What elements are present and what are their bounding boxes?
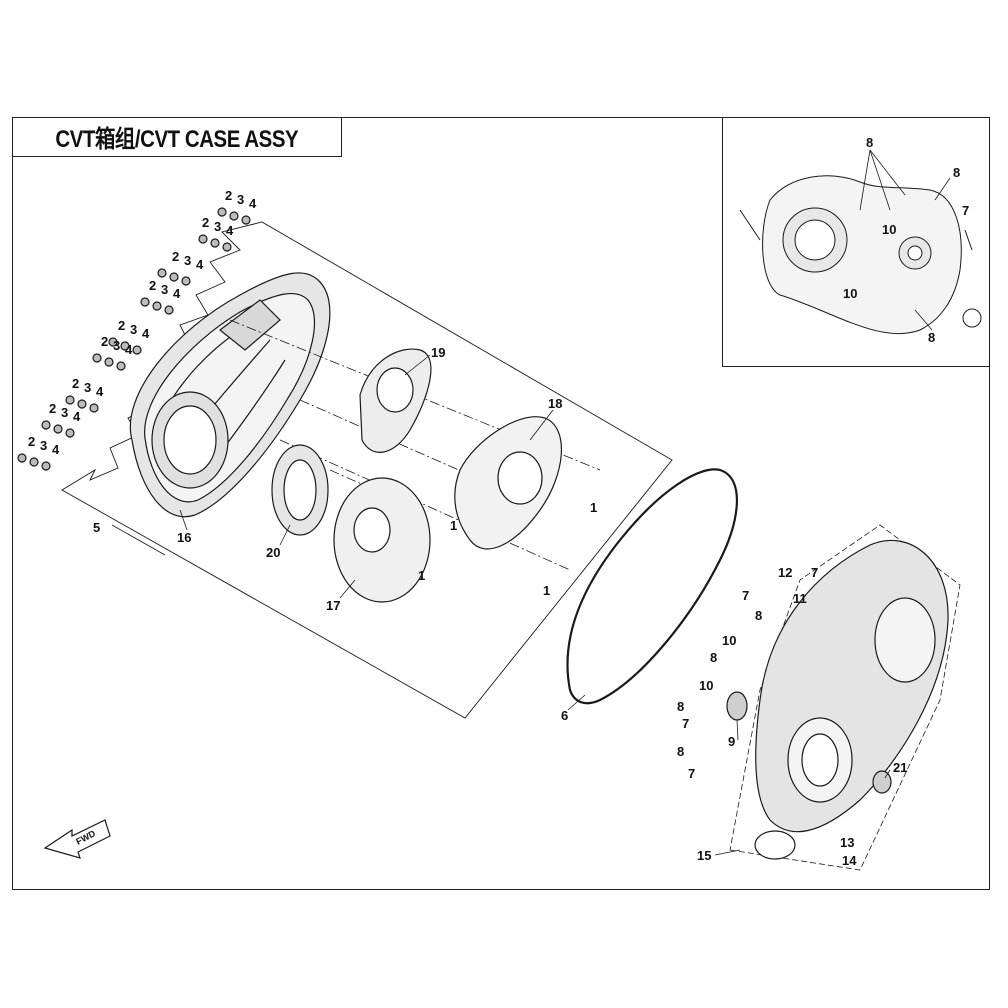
callout-8: 8 (710, 650, 717, 665)
callout-7: 7 (742, 588, 749, 603)
callout-14: 14 (842, 853, 857, 868)
callout-3: 3 (113, 338, 120, 353)
callout-2: 2 (202, 215, 209, 230)
callout-2: 2 (49, 401, 56, 416)
callout-2: 2 (225, 188, 232, 203)
callout-10: 10 (882, 222, 896, 237)
callout-21: 21 (893, 760, 907, 775)
callout-7: 7 (682, 716, 689, 731)
callout-3: 3 (61, 405, 68, 420)
callout-19: 19 (431, 345, 445, 360)
callout-2: 2 (149, 278, 156, 293)
callout-1: 1 (543, 583, 550, 598)
callout-8: 8 (677, 699, 684, 714)
callout-2: 2 (72, 376, 79, 391)
callout-4: 4 (52, 442, 60, 457)
callout-3: 3 (84, 380, 91, 395)
leader-lines (111, 149, 951, 856)
callout-4: 4 (249, 196, 257, 211)
title-box: CVT箱组/CVT CASE ASSY (12, 117, 342, 157)
callout-17: 17 (326, 598, 340, 613)
callout-4: 4 (125, 342, 133, 357)
diagram-title: CVT箱组/CVT CASE ASSY (55, 126, 298, 153)
callout-3: 3 (214, 219, 221, 234)
callout-20: 20 (266, 545, 280, 560)
inset-case-drawing (739, 175, 982, 335)
inset-view-box (722, 117, 990, 367)
diagram-frame (12, 117, 990, 890)
callout-2: 2 (28, 434, 35, 449)
callout-8: 8 (755, 608, 762, 623)
callout-9: 9 (728, 734, 735, 749)
callout-10: 10 (843, 286, 857, 301)
callout-2: 2 (101, 334, 108, 349)
oil-seal-9 (726, 691, 748, 721)
callout-13: 13 (840, 835, 854, 850)
callout-2: 2 (172, 249, 179, 264)
callout-4: 4 (142, 326, 150, 341)
callout-4: 4 (196, 257, 204, 272)
callout-1: 1 (590, 500, 597, 515)
callout-8: 8 (866, 135, 873, 150)
callout-15: 15 (697, 848, 711, 863)
callout-10: 10 (722, 633, 736, 648)
callout-2: 2 (118, 318, 125, 333)
callout-12: 12 (778, 565, 792, 580)
callout-4: 4 (96, 384, 104, 399)
forward-direction-arrow: FWD (43, 819, 111, 859)
callout-7: 7 (962, 203, 969, 218)
callout-7: 7 (688, 766, 695, 781)
callout-1: 1 (418, 568, 425, 583)
gasket-6 (566, 468, 739, 705)
callout-6: 6 (561, 708, 568, 723)
bracket-21 (872, 770, 892, 794)
callout-10: 10 (699, 678, 713, 693)
callout-11: 11 (793, 591, 807, 606)
callout-3: 3 (40, 438, 47, 453)
callout-4: 4 (73, 409, 81, 424)
callout-8: 8 (677, 744, 684, 759)
callout-18: 18 (548, 396, 562, 411)
callout-5: 5 (93, 520, 100, 535)
callout-labels: 2 3 4 2 3 4 2 3 4 2 3 4 2 3 4 2 3 4 2 3 … (28, 135, 969, 868)
callout-16: 16 (177, 530, 191, 545)
callout-4: 4 (173, 286, 181, 301)
callout-8: 8 (928, 330, 935, 345)
callout-3: 3 (237, 192, 244, 207)
outer-cover-part (129, 272, 331, 518)
callout-3: 3 (184, 253, 191, 268)
callout-3: 3 (161, 282, 168, 297)
cover-bolts (17, 207, 251, 471)
callout-3: 3 (130, 322, 137, 337)
callout-8: 8 (953, 165, 960, 180)
callout-7: 7 (811, 565, 818, 580)
callout-4: 4 (226, 223, 234, 238)
inner-case-15 (729, 524, 961, 871)
callout-1: 1 (450, 518, 457, 533)
